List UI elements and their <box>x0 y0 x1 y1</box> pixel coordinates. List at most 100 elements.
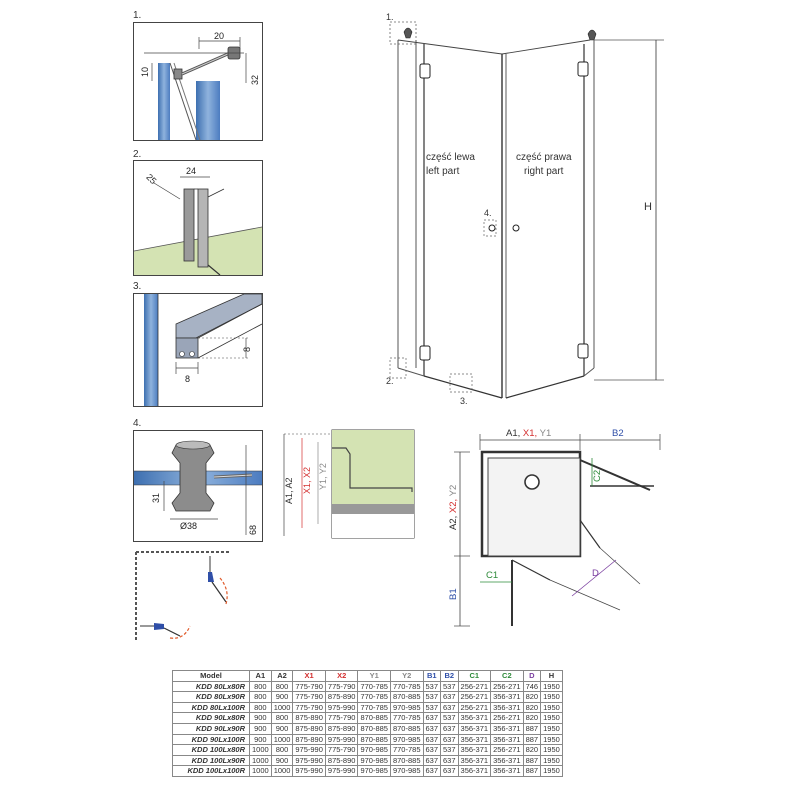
detail-1-drawing: 20 10 32 <box>140 31 260 140</box>
table-cell: 820 <box>522 701 542 714</box>
table-cell: 770-785 <box>357 680 391 693</box>
table-cell: 1950 <box>540 712 563 724</box>
table-cell: 637 <box>422 712 442 724</box>
table-cell: 887 <box>522 722 542 735</box>
right-part-en: right part <box>524 166 564 177</box>
table-cell: 875-890 <box>324 722 359 735</box>
col-header-y1: Y1 <box>357 670 391 682</box>
handle-left <box>488 224 496 232</box>
table-cell: 356-371 <box>457 765 492 777</box>
table-cell: 1950 <box>540 680 563 693</box>
plan-b2: B2 <box>612 428 624 439</box>
step-label-2: 2. <box>133 149 142 160</box>
glass-panel-right <box>196 81 220 140</box>
dim-left: 10 <box>140 67 150 77</box>
table-cell: 975-990 <box>324 765 359 777</box>
detail-3-drawing: 8 8 <box>144 294 262 406</box>
plan-c2: C2 <box>592 470 603 482</box>
table-cell: 1950 <box>540 744 563 756</box>
col-header-x2: X2 <box>324 670 359 682</box>
table-cell: 356-371 <box>490 722 524 735</box>
table-cell: 256-271 <box>457 680 492 693</box>
table-cell: 1000 <box>249 754 272 767</box>
hinge-bottom-right <box>577 343 589 359</box>
table-cell: 900 <box>249 712 272 724</box>
table-cell: 875-890 <box>292 722 326 735</box>
step-label-1: 1. <box>133 10 142 21</box>
right-part-pl: część prawa <box>516 152 572 163</box>
table-cell: 637 <box>440 733 459 746</box>
profile-label-x: X1, X2 <box>302 467 312 494</box>
table-cell: 1000 <box>270 733 294 746</box>
callout-box-1 <box>389 21 417 45</box>
table-cell: 820 <box>522 712 542 724</box>
detail-4-handle: 31 Ø38 68 <box>133 430 263 542</box>
step-label-4: 4. <box>133 418 142 429</box>
hinge-right <box>208 572 214 582</box>
table-cell: 356-371 <box>490 733 524 746</box>
handle-knob <box>171 444 215 512</box>
table-cell: 970-985 <box>357 744 391 756</box>
table-cell: 975-990 <box>292 744 326 756</box>
model-cell: KDD 100Lx80R <box>172 744 250 756</box>
table-cell: 870-885 <box>357 722 391 735</box>
table-cell: 256-271 <box>457 701 492 714</box>
callout-1: 1. <box>386 12 394 22</box>
table-cell: 970-985 <box>389 701 424 714</box>
dim-horizontal: 8 <box>185 374 190 384</box>
col-header-c2: C2 <box>490 670 524 682</box>
model-cell: KDD 100Lx90R <box>172 754 250 767</box>
col-header-a1: A1 <box>249 670 272 682</box>
model-cell: KDD 80Lx90R <box>172 691 250 703</box>
table-cell: 775-790 <box>324 744 359 756</box>
table-cell: 775-790 <box>324 680 359 693</box>
table-cell: 870-885 <box>389 691 424 703</box>
model-cell: KDD 80Lx80R <box>172 680 250 693</box>
model-cell: KDD 90Lx80R <box>172 712 250 724</box>
table-cell: 770-785 <box>357 701 391 714</box>
table-cell: 900 <box>270 722 294 735</box>
table-cell: 775-790 <box>324 712 359 724</box>
table-cell: 256-271 <box>490 680 524 693</box>
table-cell: 887 <box>522 765 542 777</box>
diagonal-dimension <box>571 559 617 597</box>
table-cell: 875-890 <box>292 712 326 724</box>
table-cell: 537 <box>440 712 459 724</box>
table-cell: 770-785 <box>389 712 424 724</box>
table-cell: 356-371 <box>457 733 492 746</box>
table-cell: 256-271 <box>457 691 492 703</box>
model-cell: KDD 90Lx90R <box>172 722 250 735</box>
table-cell: 1950 <box>540 691 563 703</box>
model-cell: KDD 80Lx100R <box>172 701 250 714</box>
table-cell: 1950 <box>540 701 563 714</box>
dim-horizontal: 20 <box>214 31 224 41</box>
dim-width: 24 <box>186 166 196 176</box>
table-cell: 537 <box>422 680 442 693</box>
left-part-en: left part <box>426 166 460 177</box>
callout-box-4 <box>483 219 497 237</box>
table-cell: 1950 <box>540 765 563 777</box>
table-cell: 800 <box>270 712 294 724</box>
table-cell: 637 <box>422 722 442 735</box>
glass-edge <box>144 294 158 406</box>
plan-c1: C1 <box>486 570 498 581</box>
table-cell: 975-990 <box>292 765 326 777</box>
height-label: H <box>644 201 652 213</box>
door-swing-diagram <box>135 551 230 640</box>
table-cell: 356-371 <box>490 754 524 767</box>
table-cell: 875-890 <box>292 733 326 746</box>
drain <box>524 474 540 490</box>
table-cell: 775-790 <box>292 680 326 693</box>
wall-area <box>332 430 414 516</box>
table-cell: 770-785 <box>357 691 391 703</box>
table-cell: 975-990 <box>292 754 326 767</box>
table-cell: 637 <box>422 754 442 767</box>
glass-panel-left <box>158 63 170 140</box>
col-header-model: Model <box>172 670 250 682</box>
table-cell: 356-371 <box>457 744 492 756</box>
table-cell: 637 <box>440 691 459 703</box>
